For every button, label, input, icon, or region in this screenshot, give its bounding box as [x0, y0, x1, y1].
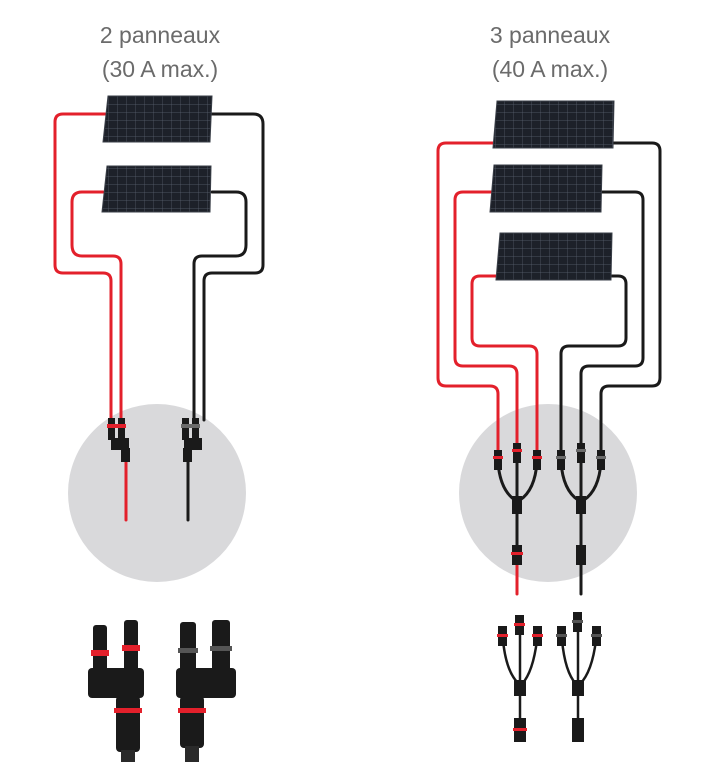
- left-panel2-positive-cable: [70, 190, 123, 422]
- right-config-caption: 3 panneaux (40 A max.): [440, 18, 660, 86]
- left-positive-branch-connector: [107, 418, 130, 462]
- left-panel2-negative-cable: [192, 190, 248, 422]
- left-highlight-circle: [68, 404, 246, 582]
- left-panel1-negative-cable: [202, 112, 265, 422]
- right-solar-panel-1: [492, 100, 615, 149]
- right-right-y-harness-connectors: [556, 612, 602, 742]
- right-panel2-negative-cable: [579, 190, 645, 454]
- left-solar-panel-1: [102, 95, 213, 143]
- right-solar-panel-3: [495, 232, 613, 281]
- left-solar-panel-2: [101, 165, 212, 213]
- right-panel1-negative-cable: [599, 141, 662, 454]
- right-solar-panel-2: [489, 164, 603, 213]
- right-panel3-positive-cable: [470, 274, 539, 454]
- left-config-title: 2 panneaux: [99, 22, 221, 48]
- right-left-y-harness-product: [501, 630, 539, 722]
- right-panel1-positive-cable: [436, 141, 500, 454]
- left-panel1-positive-cable: [53, 112, 113, 422]
- right-positive-y-branch: [493, 443, 542, 565]
- left-config-subtitle: (30 A max.): [101, 56, 219, 82]
- right-right-y-harness-product: [560, 625, 598, 722]
- right-config-title: 3 panneaux: [489, 22, 611, 48]
- right-highlight-circle: [459, 404, 637, 582]
- left-red-t-connector-product: [88, 620, 144, 762]
- right-cables: [436, 141, 662, 596]
- right-config-subtitle: (40 A max.): [491, 56, 609, 82]
- right-panel3-negative-cable: [559, 274, 628, 454]
- right-negative-y-branch: [556, 443, 606, 565]
- left-config-caption: 2 panneaux (30 A max.): [50, 18, 270, 86]
- right-panel2-positive-cable: [453, 190, 519, 454]
- left-negative-branch-connector: [181, 418, 202, 462]
- left-black-t-connector-product: [176, 620, 236, 762]
- left-cables: [53, 112, 265, 522]
- right-left-y-harness-connectors: [497, 615, 543, 742]
